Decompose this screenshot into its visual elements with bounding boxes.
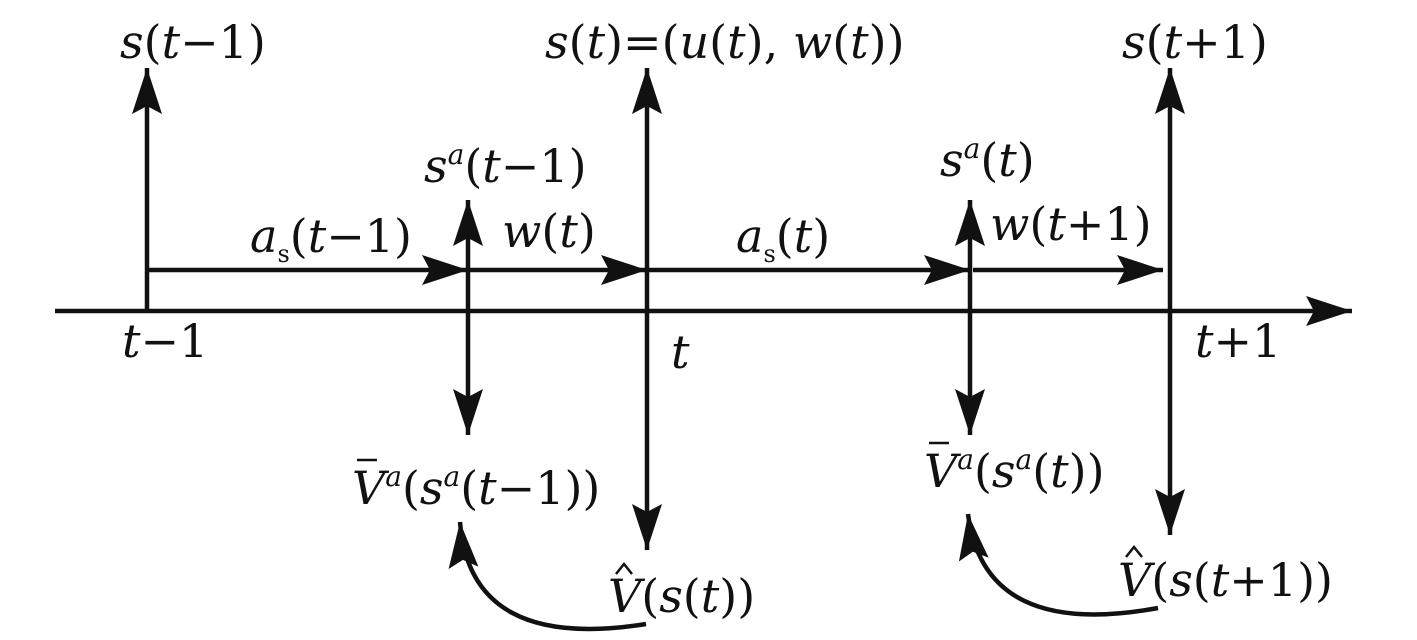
transition-label-w-t-plus-1: w(t+1) — [990, 197, 1152, 251]
value-label-vbar-t-minus-1: Va(sa(t−1)) — [352, 460, 600, 515]
transition-label-w-t: w(t) — [502, 204, 596, 258]
state-label-s-t-plus-1: s(t+1) — [1122, 15, 1268, 69]
update-curve-arrow-t — [448, 521, 647, 632]
action-label-a-s-t: as(t) — [736, 209, 830, 268]
hat-accent-vhat-t-plus-1 — [1125, 544, 1143, 558]
value-label-vhat-t: V(s(t)) — [608, 569, 755, 623]
value-label-vhat-t-plus-1: V(s(t+1)) — [1118, 553, 1333, 607]
post-decision-label-sa-t: sa(t) — [940, 132, 1035, 187]
post-decision-label-sa-t-minus-1: sa(t−1) — [424, 138, 587, 193]
axis-tick-label-t-minus-1: t−1 — [122, 314, 208, 368]
axis-tick-label-t: t — [671, 325, 690, 379]
hat-accent-vhat-t — [615, 561, 633, 575]
state-label-s-t: s(t)=(u(t), w(t)) — [545, 15, 905, 69]
update-curve-arrow-t-plus-1 — [958, 513, 1159, 617]
value-label-vbar-t: Va(sa(t)) — [924, 443, 1105, 498]
state-label-s-t-minus-1: s(t−1) — [120, 15, 266, 69]
axis-tick-label-t-plus-1: t+1 — [1195, 314, 1281, 368]
action-label-a-s-t-minus-1: as(t−1) — [250, 209, 412, 268]
